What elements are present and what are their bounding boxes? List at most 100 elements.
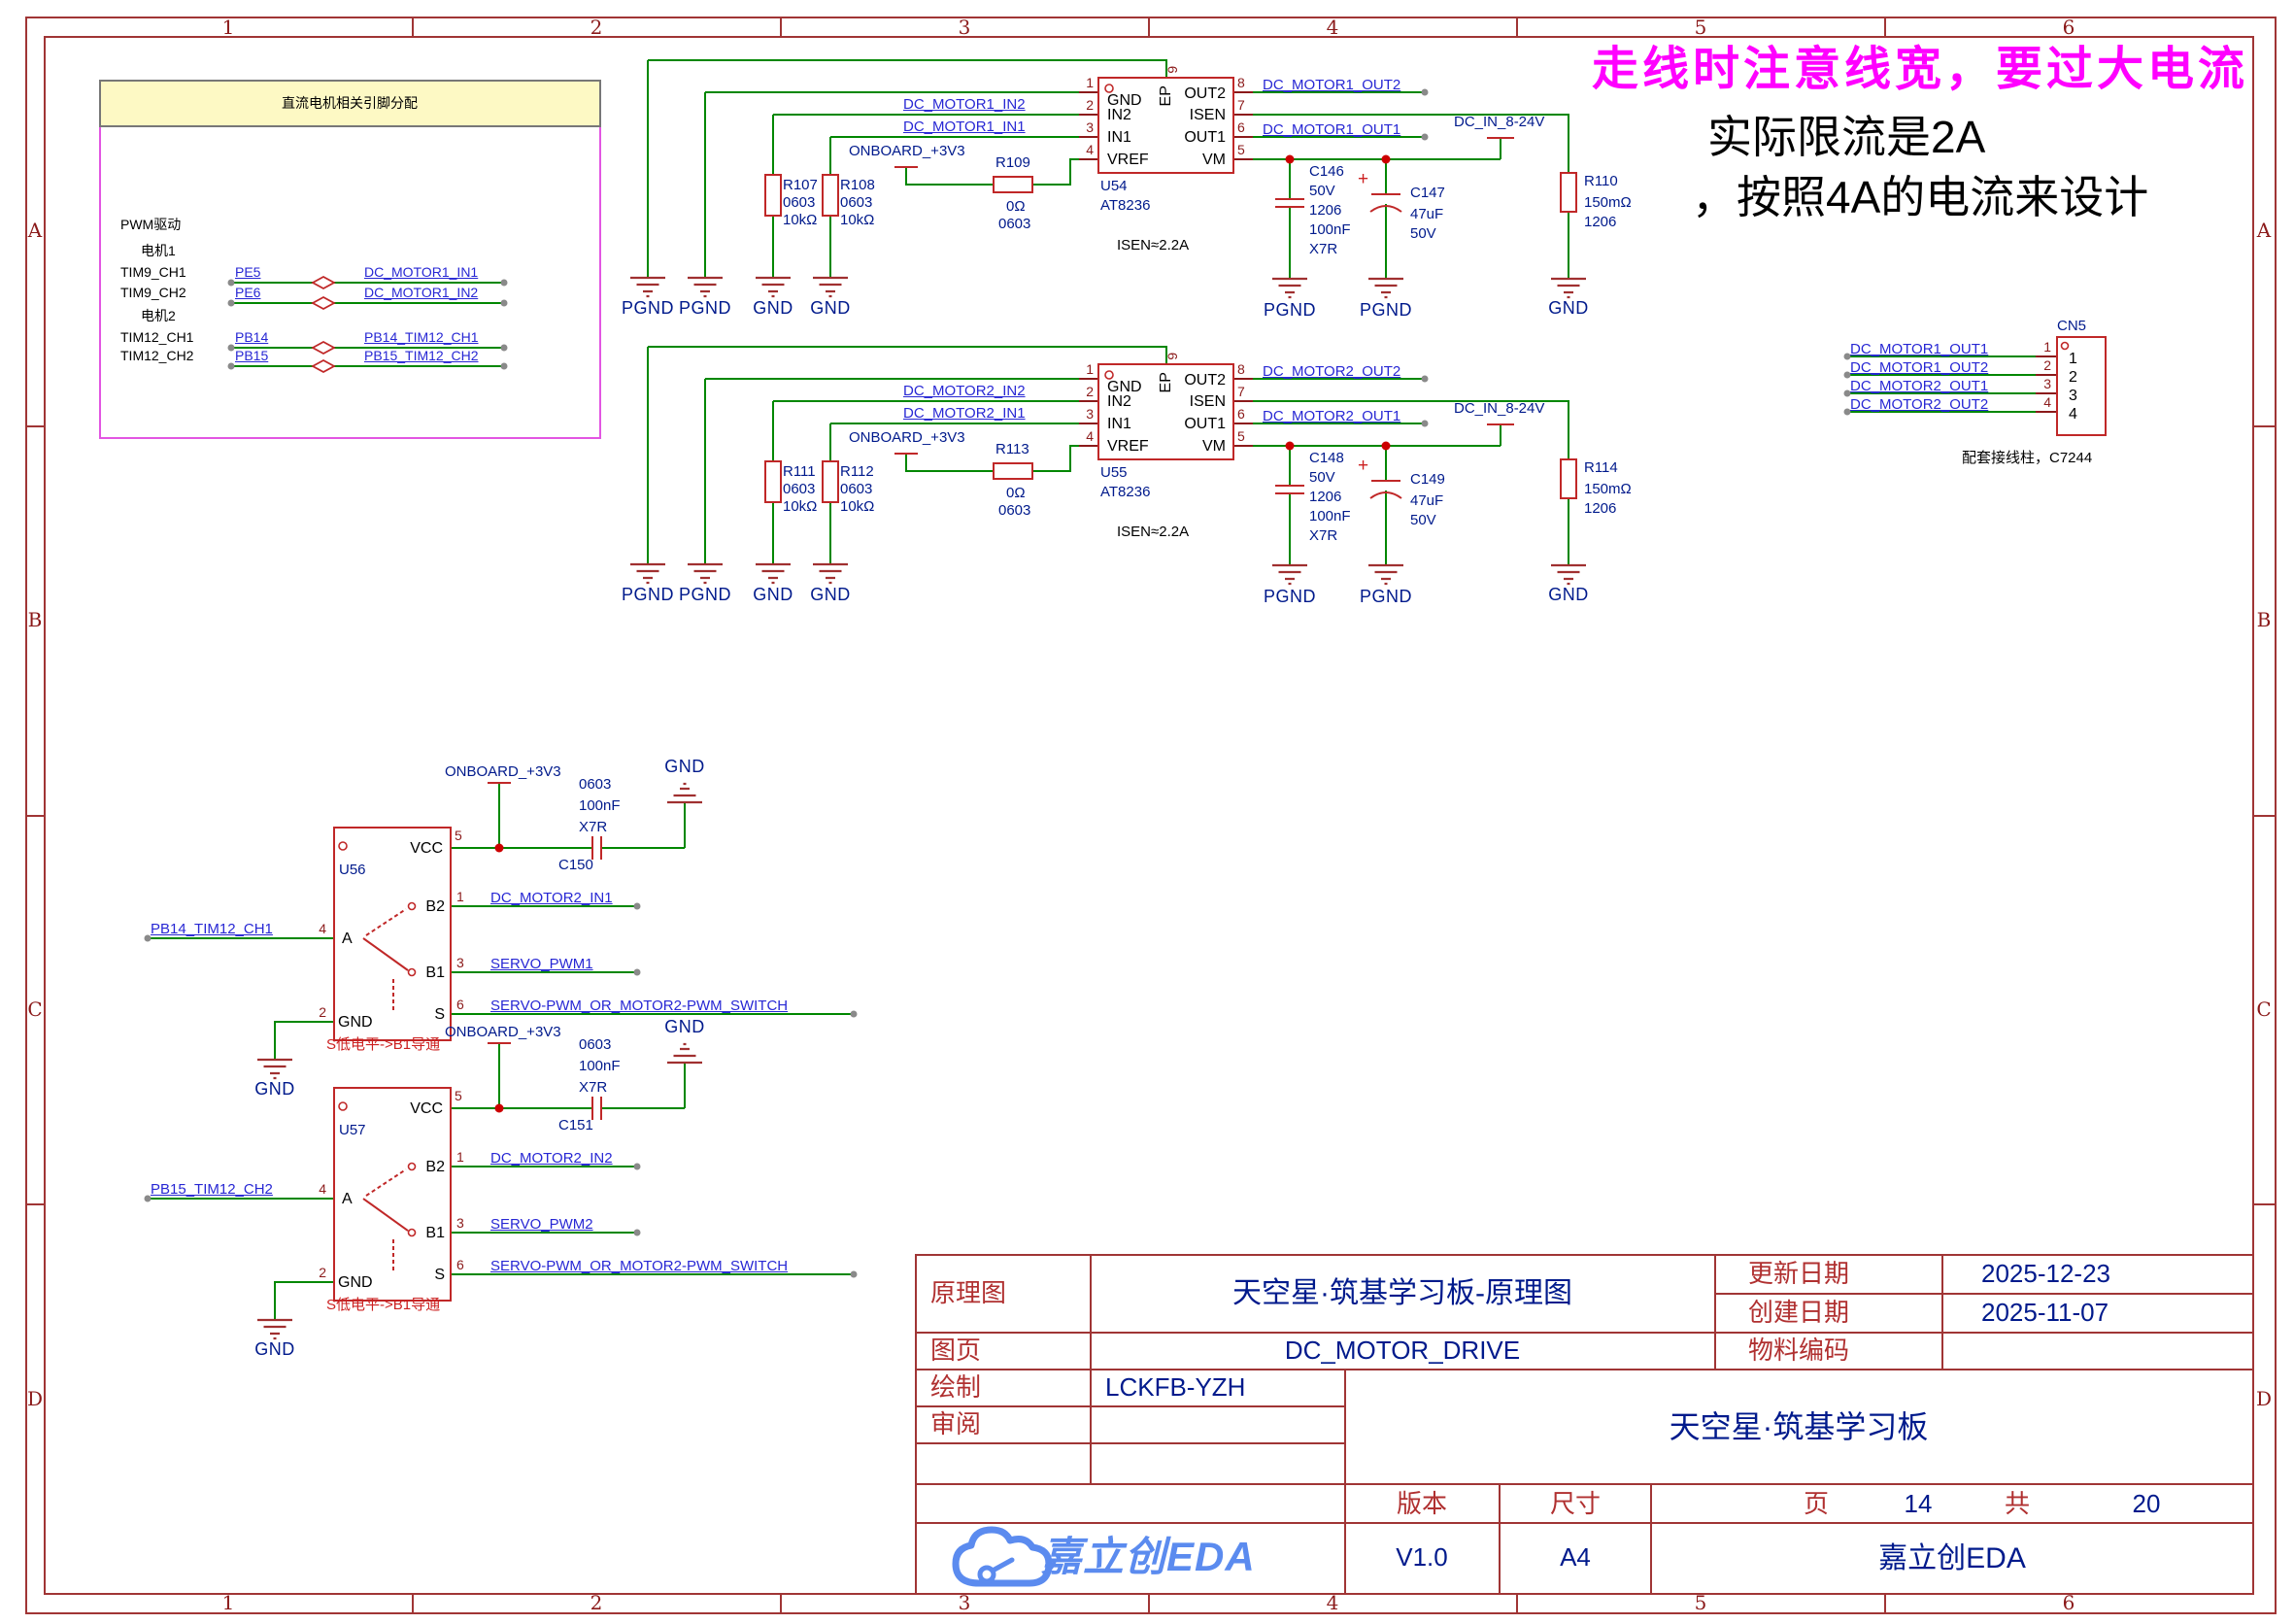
net-label[interactable]: DC_MOTOR2_IN1 xyxy=(903,405,1026,422)
pin-name: A xyxy=(342,930,353,947)
net-label[interactable]: PB14_TIM12_CH1 xyxy=(364,329,479,345)
pin-label[interactable]: PE6 xyxy=(235,285,261,300)
switch1-symbols[interactable] xyxy=(333,782,602,1041)
net-label[interactable]: PB14_TIM12_CH1 xyxy=(151,921,273,937)
net-label[interactable]: DC_MOTOR1_IN1 xyxy=(364,264,479,280)
component-ref: C151 xyxy=(558,1117,593,1133)
connector-symbol[interactable] xyxy=(2056,336,2107,436)
pin-number: 3 xyxy=(456,1215,464,1231)
switch1-wires xyxy=(148,783,854,1060)
u56-chip-body xyxy=(333,827,452,1041)
component-value: 10kΩ xyxy=(840,212,875,228)
pin-label[interactable]: PE5 xyxy=(235,264,261,280)
net-label[interactable]: SERVO_PWM2 xyxy=(490,1216,593,1233)
net-label[interactable]: DC_MOTOR2_IN1 xyxy=(490,890,613,906)
contact-b1 xyxy=(407,967,417,977)
junction-dot xyxy=(494,843,504,853)
zone-bottom-3: 3 xyxy=(958,1591,971,1614)
net-label[interactable]: DC_MOTOR1_IN2 xyxy=(903,96,1026,113)
pin-name: GND xyxy=(1107,379,1142,395)
title-block-size-label: 尺寸 xyxy=(1549,1489,1602,1518)
pin-name: 1 xyxy=(2069,351,2077,367)
contact-b2 xyxy=(407,1162,417,1171)
ground-label: PGND xyxy=(1359,300,1413,320)
pin-number: 7 xyxy=(1237,97,1245,113)
net-label[interactable]: DC_MOTOR1_IN2 xyxy=(364,285,479,300)
pin-number: 6 xyxy=(456,997,464,1012)
jlc-eda-logo-icon xyxy=(952,1526,1053,1587)
pin1-marker xyxy=(1104,370,1114,380)
net-label[interactable]: DC_MOTOR2_OUT2 xyxy=(1850,396,1989,413)
pin-label[interactable]: PB14 xyxy=(235,329,269,345)
resistor-r107 xyxy=(764,174,782,217)
pin-assignment-box[interactable] xyxy=(99,80,601,439)
capacitor-c149 xyxy=(1369,480,1402,499)
power-label[interactable]: ONBOARD_+3V3 xyxy=(849,429,965,446)
component-value: 100nF xyxy=(579,797,621,814)
pin-number: 8 xyxy=(1237,361,1245,377)
power-label[interactable]: ONBOARD_+3V3 xyxy=(445,1024,561,1040)
title-block-total-word: 共 xyxy=(2004,1489,2031,1518)
net-label[interactable]: PB15_TIM12_CH2 xyxy=(364,348,479,363)
net-label[interactable]: DC_MOTOR1_OUT1 xyxy=(1850,341,1989,357)
component-package: 0603 xyxy=(998,502,1031,519)
resistor-r111 xyxy=(764,460,782,503)
ground-label: GND xyxy=(1548,298,1589,318)
net-label[interactable]: DC_MOTOR2_IN2 xyxy=(903,383,1026,399)
net-label[interactable]: PB15_TIM12_CH2 xyxy=(151,1181,273,1198)
component-package: 1206 xyxy=(1309,202,1342,219)
net-label[interactable]: DC_MOTOR2_OUT1 xyxy=(1263,408,1401,424)
component-ref: CN5 xyxy=(2057,318,2087,334)
net-label[interactable]: SERVO-PWM_OR_MOTOR2-PWM_SWITCH xyxy=(490,998,789,1014)
component-value: 47uF xyxy=(1410,206,1444,222)
driver2-symbols[interactable] xyxy=(764,363,1577,503)
power-label[interactable]: ONBOARD_+3V3 xyxy=(849,143,965,159)
pin-number: 2 xyxy=(1086,97,1094,113)
pin-name: 2 xyxy=(2069,369,2077,386)
pin-box-title: 直流电机相关引脚分配 xyxy=(282,95,418,111)
resistor-r108 xyxy=(822,174,839,217)
pin-name: B1 xyxy=(425,964,445,981)
pin1-marker xyxy=(338,841,348,851)
component-ref: R113 xyxy=(995,441,1029,457)
title-block-updated-label: 更新日期 xyxy=(1748,1259,1850,1288)
power-label[interactable]: DC_IN_8-24V xyxy=(1454,400,1545,417)
capacitor-c151 xyxy=(591,1097,602,1120)
resistor-r109 xyxy=(993,176,1033,193)
component-dielectric: X7R xyxy=(1309,527,1338,544)
driver1-symbols[interactable] xyxy=(764,77,1577,217)
pin-number: 4 xyxy=(1086,428,1094,444)
component-ref: R110 xyxy=(1584,173,1618,189)
component-voltage: 50V xyxy=(1309,469,1335,486)
net-label[interactable]: DC_MOTOR1_OUT1 xyxy=(1263,121,1401,138)
pin-number: 3 xyxy=(456,955,464,970)
power-label[interactable]: DC_IN_8-24V xyxy=(1454,114,1545,130)
net-label[interactable]: DC_MOTOR1_OUT2 xyxy=(1850,359,1989,376)
net-label[interactable]: DC_MOTOR2_OUT2 xyxy=(1263,363,1401,380)
net-label[interactable]: DC_MOTOR2_OUT1 xyxy=(1850,378,1989,394)
switch-note: S低电平->B1导通 xyxy=(326,1297,441,1313)
pin-number: 3 xyxy=(1086,406,1094,422)
resistor-r113 xyxy=(993,462,1033,480)
pin-name: 3 xyxy=(2069,388,2077,404)
net-label[interactable]: SERVO_PWM1 xyxy=(490,956,593,972)
component-part: AT8236 xyxy=(1100,197,1151,214)
component-ref: U55 xyxy=(1100,464,1128,481)
resistor-r110 xyxy=(1560,172,1577,213)
pin-name: VCC xyxy=(410,840,443,857)
pin-label[interactable]: PB15 xyxy=(235,348,269,363)
net-label[interactable]: DC_MOTOR2_IN2 xyxy=(490,1150,613,1167)
component-value: 150mΩ xyxy=(1584,481,1632,497)
zone-top-2: 2 xyxy=(590,16,603,39)
switch2-symbols[interactable] xyxy=(333,1042,602,1302)
net-label[interactable]: DC_MOTOR1_IN1 xyxy=(903,118,1026,135)
switch-note: S低电平->B1导通 xyxy=(326,1036,441,1053)
net-label[interactable]: DC_MOTOR1_OUT2 xyxy=(1263,77,1401,93)
pin-name: IN1 xyxy=(1107,129,1131,146)
net-label[interactable]: SERVO-PWM_OR_MOTOR2-PWM_SWITCH xyxy=(490,1258,789,1274)
component-value: 0Ω xyxy=(1006,198,1026,215)
component-voltage: 50V xyxy=(1309,183,1335,199)
pin-name: ISEN xyxy=(1189,393,1226,410)
power-label[interactable]: ONBOARD_+3V3 xyxy=(445,763,561,780)
